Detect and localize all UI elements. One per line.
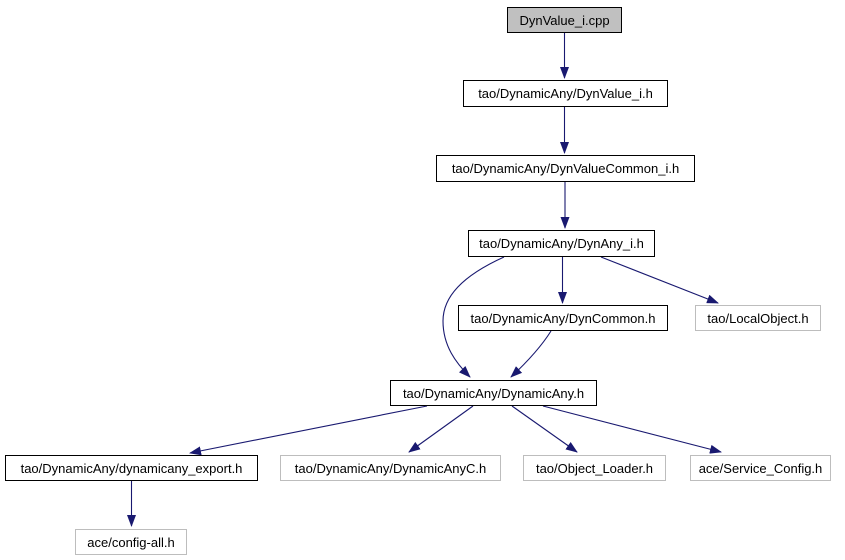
graph-node-dynamicanyc-h: tao/DynamicAny/DynamicAnyC.h <box>280 455 501 481</box>
graph-node-label: tao/DynamicAny/DynCommon.h <box>470 310 656 326</box>
edge-dynamicany-h-to-export-h <box>189 405 428 456</box>
graph-node-dynany-i-h[interactable]: tao/DynamicAny/DynAny_i.h <box>468 230 655 257</box>
graph-node-label: tao/DynamicAny/DynamicAnyC.h <box>294 460 487 476</box>
graph-node-label: tao/LocalObject.h <box>707 310 809 326</box>
edge-dynamicany-h-to-dynamicanyc-h <box>408 405 474 453</box>
edge-dynamicany-h-to-service-config-h <box>542 405 722 454</box>
graph-node-label: tao/DynamicAny/DynamicAny.h <box>402 385 585 401</box>
graph-node-dynamicany-export-h[interactable]: tao/DynamicAny/dynamicany_export.h <box>5 455 258 481</box>
edge-dynany-i-h-to-dynamicany-h <box>442 256 505 378</box>
graph-node-label: tao/Object_Loader.h <box>535 460 654 476</box>
graph-node-config-all-h: ace/config-all.h <box>75 529 187 555</box>
graph-node-dyncommon-h[interactable]: tao/DynamicAny/DynCommon.h <box>458 305 668 331</box>
graph-node-label: DynValue_i.cpp <box>519 12 610 28</box>
graph-node-label: tao/DynamicAny/DynValueCommon_i.h <box>451 161 680 176</box>
edge-dyncommon-h-to-dynamicany-h <box>510 330 552 378</box>
graph-node-label: tao/DynamicAny/DynValue_i.h <box>478 86 653 101</box>
graph-node-service-config-h: ace/Service_Config.h <box>690 455 831 481</box>
graph-node-label: tao/DynamicAny/DynAny_i.h <box>479 236 644 251</box>
graph-node-dynvalue-i-cpp: DynValue_i.cpp <box>507 7 622 33</box>
edge-dynamicany-h-to-object-loader-h <box>511 405 578 453</box>
graph-node-dynvaluecommon-i-h[interactable]: tao/DynamicAny/DynValueCommon_i.h <box>436 155 695 182</box>
graph-node-label: ace/config-all.h <box>87 534 175 550</box>
graph-node-object-loader-h: tao/Object_Loader.h <box>523 455 666 481</box>
graph-node-dynvalue-i-h[interactable]: tao/DynamicAny/DynValue_i.h <box>463 80 668 107</box>
graph-node-label: ace/Service_Config.h <box>698 460 823 476</box>
graph-node-dynamicany-h[interactable]: tao/DynamicAny/DynamicAny.h <box>390 380 597 406</box>
edge-dynany-i-h-to-localobject-h <box>600 256 719 304</box>
graph-node-label: tao/DynamicAny/dynamicany_export.h <box>20 460 243 476</box>
graph-node-localobject-h: tao/LocalObject.h <box>695 305 821 331</box>
